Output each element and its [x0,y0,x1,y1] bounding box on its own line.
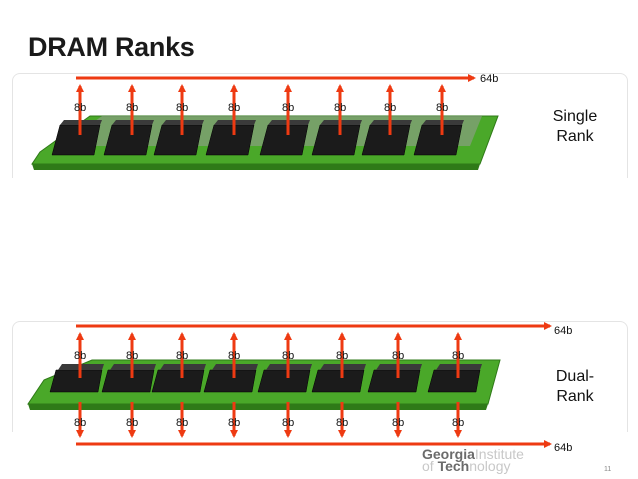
single-rank-chip [153,124,203,156]
dual-rank-chip-front [101,369,155,393]
dual-rank-top-bus-width-label: 64b [554,325,572,337]
logo-of: of [422,458,438,474]
dual-rank-top-chip-width-label: 8b [336,350,348,362]
page-number: 11 [604,466,612,473]
single-rank-panel [12,73,628,178]
single-rank-label: Single Rank [540,107,610,147]
single-rank-chip-width-label: 8b [384,102,396,114]
single-rank-module [31,115,499,170]
dual-rank-chip-front [257,369,311,393]
dual-rank-label-line2: Rank [556,388,594,405]
single-rank-label-line2: Rank [556,128,594,145]
single-rank-label-line1: Single [552,108,598,125]
single-rank-chip-width-label: 8b [74,102,86,114]
single-rank-chip [103,124,153,156]
dual-rank-chip-front [427,369,481,393]
dual-rank-top-chip-width-label: 8b [176,350,188,362]
logo-tech: Tech [437,458,470,474]
single-rank-chip-width-label: 8b [228,102,240,114]
single-rank-chip [205,124,255,156]
single-rank-chip [361,124,411,156]
single-rank-chip [413,124,463,156]
dual-rank-bottom-bus-width-label: 64b [554,442,572,454]
georgia-tech-logo: GeorgiaInstitute [422,447,524,461]
dual-rank-module [27,359,501,410]
single-rank-bus: 64b 8b 8b 8b 8b 8b 8b 8b 8b [74,73,498,135]
dual-rank-top-chip-width-label: 8b [74,350,86,362]
dual-rank-pcb-shade [28,404,488,410]
dual-rank-chips [49,364,482,393]
dual-rank-chip-front [49,369,103,393]
dual-rank-top-chip-width-label: 8b [282,350,294,362]
single-rank-chip-width-label: 8b [282,102,294,114]
dual-rank-panel [12,321,628,432]
single-rank-chip-width-label: 8b [126,102,138,114]
dual-rank-bottom-chip-width-label: 8b [228,417,240,429]
single-rank-chip-width-label: 8b [334,102,346,114]
georgia-tech-logo-line2: of Technology [422,459,510,473]
dual-rank-bottom-chip-width-label: 8b [126,417,138,429]
single-rank-chip-width-label: 8b [176,102,188,114]
dual-rank-bottom-chip-width-label: 8b [452,417,464,429]
single-rank-chip [51,124,101,156]
single-rank-chip-width-label: 8b [436,102,448,114]
dual-rank-chip-front [151,369,205,393]
dual-rank-top-chip-width-label: 8b [228,350,240,362]
single-rank-chips [51,120,464,156]
dual-rank-chip-front [203,369,257,393]
dual-rank-label-line1: Dual- [555,368,595,385]
dual-rank-bottom-chip-width-label: 8b [282,417,294,429]
single-rank-pcb-shade [32,164,480,170]
dual-rank-bus: 64b 64b 8b 8b 8b 8b 8b 8b 8b 8b 8b 8b 8b 8b 8b 8b 8b 8b [74,322,572,454]
slide-title: DRAM Ranks [28,32,195,62]
dual-rank-bottom-chip-width-label: 8b [176,417,188,429]
single-rank-chip [311,124,361,156]
dual-rank-chip-front [311,369,365,393]
single-rank-chip [259,124,309,156]
dual-rank-bottom-chip-width-label: 8b [392,417,404,429]
single-rank-bus-width-label: 64b [480,73,498,85]
dual-rank-top-chip-width-label: 8b [392,350,404,362]
logo-nology: nology [469,458,511,474]
dual-rank-bottom-chip-width-label: 8b [336,417,348,429]
dual-rank-top-chip-width-label: 8b [126,350,138,362]
dual-rank-chip-front [367,369,421,393]
dual-rank-bottom-chip-width-label: 8b [74,417,86,429]
logo-institute: Institute [474,446,524,462]
dual-rank-label: Dual- Rank [540,367,610,407]
logo-georgia: Georgia [422,446,475,462]
dual-rank-top-chip-width-label: 8b [452,350,464,362]
